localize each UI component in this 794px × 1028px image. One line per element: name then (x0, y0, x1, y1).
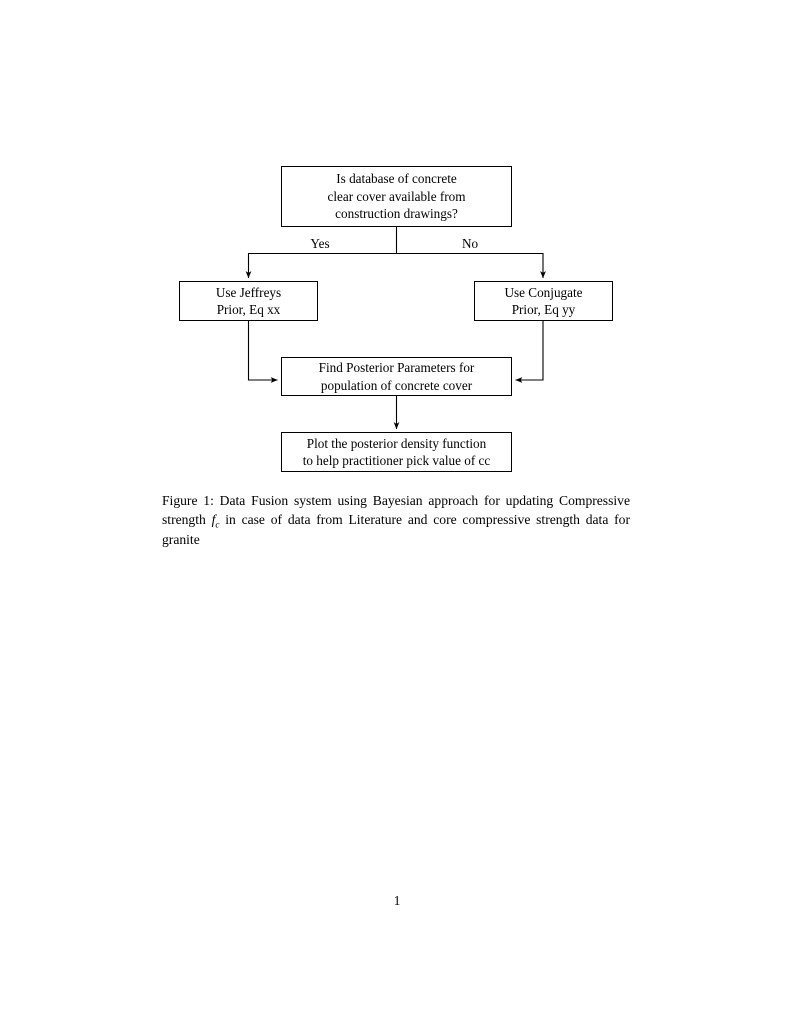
caption-symbol-base: f (211, 512, 216, 528)
node-plot-line1: Plot the posterior density function (306, 435, 487, 451)
flowchart-node-conjugate-prior: Use Conjugate Prior, Eq yy (474, 281, 613, 321)
caption-prefix: Figure 1: (162, 493, 214, 508)
node-posterior-line2: population of concrete cover (320, 377, 473, 393)
flowchart-connectors (245, 227, 546, 430)
edge-label-no: No (461, 236, 479, 251)
node-plot-line2: to help practitioner pick value of cc (302, 453, 491, 468)
page-number: 1 (393, 893, 401, 908)
flowchart-node-plot-density: Plot the posterior density function to h… (281, 432, 512, 472)
node-decision-line3: construction drawings? (335, 206, 458, 222)
node-jeffreys-line2: Prior, Eq xx (216, 302, 281, 317)
edge-conjugate-to-posterior (515, 321, 544, 383)
caption-symbol-subscript: c (215, 520, 220, 531)
flowchart-node-jeffreys-prior: Use Jeffreys Prior, Eq xx (179, 281, 318, 321)
caption-math-symbol: fc (211, 512, 220, 531)
caption-text-before: Data Fusion system using Bayesian approa… (162, 493, 630, 528)
node-conjugate-line1: Use Conjugate (504, 284, 583, 300)
flowchart-node-find-posterior: Find Posterior Parameters for population… (281, 357, 512, 396)
flowchart-node-decision: Is database of concrete clear cover avai… (281, 166, 512, 227)
edge-label-yes: Yes (310, 236, 330, 251)
node-decision-line1: Is database of concrete (336, 171, 457, 187)
node-conjugate-line2: Prior, Eq yy (511, 302, 576, 317)
edge-jeffreys-to-posterior (247, 321, 278, 383)
node-jeffreys-line1: Use Jeffreys (215, 284, 282, 300)
figure-caption: Figure 1: Data Fusion system using Bayes… (162, 491, 630, 549)
node-decision-line2: clear cover available from (327, 188, 466, 204)
caption-text-after: in case of data from Literature and core… (162, 512, 630, 547)
node-posterior-line1: Find Posterior Parameters for (318, 360, 475, 375)
flowchart-figure: Is database of concrete clear cover avai… (0, 0, 794, 490)
